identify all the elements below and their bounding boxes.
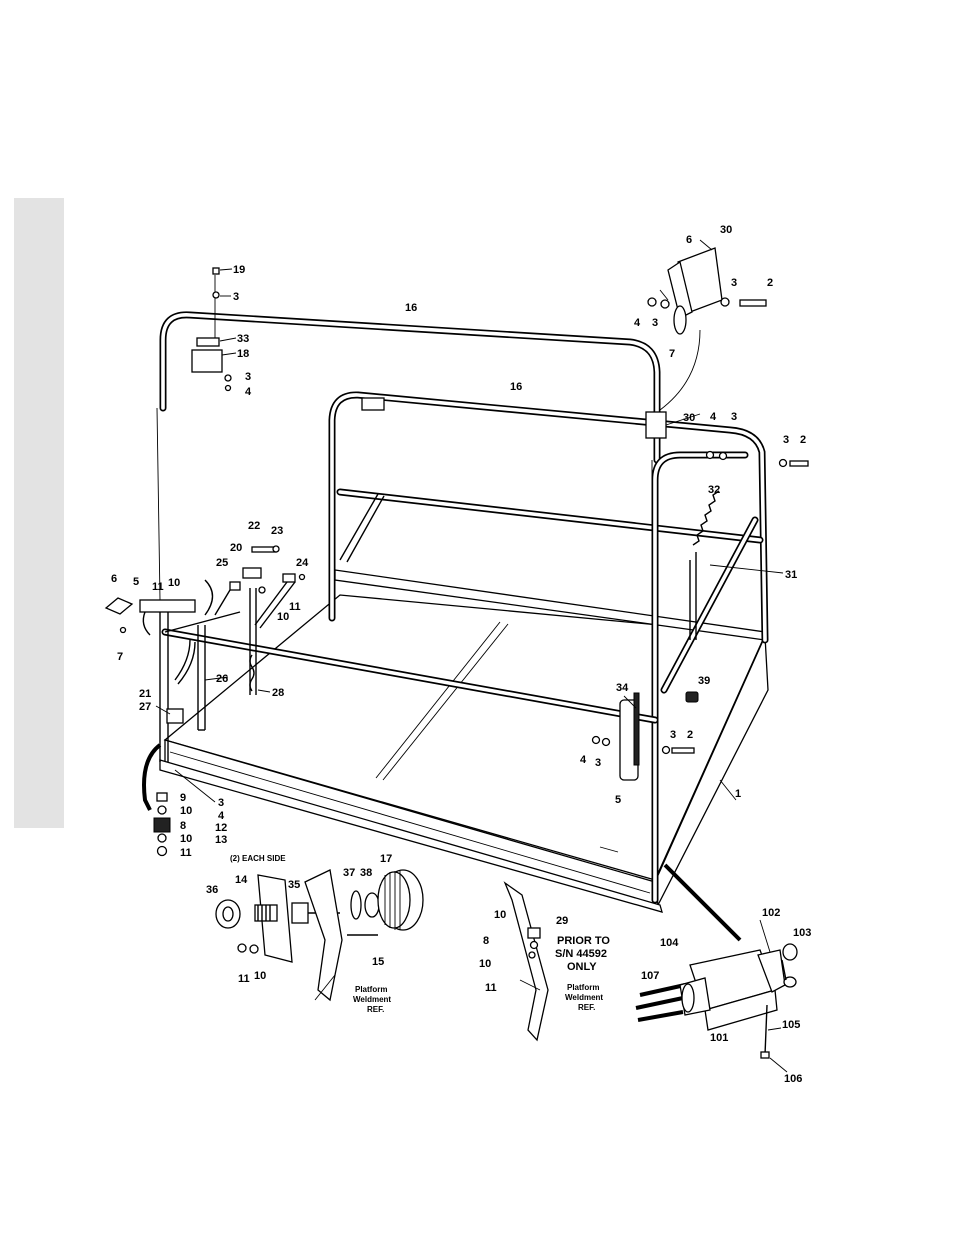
note-ref-a: REF. [367,1005,384,1014]
hardware-bracket-30 [646,248,766,438]
note-serial-number: S/N 44592 [555,948,607,960]
callout-12: 12 [215,822,227,834]
callout-10: 10 [180,833,192,845]
callout-3: 3 [731,411,737,423]
callout-16: 16 [510,381,522,393]
callout-18: 18 [237,348,249,360]
callout-13: 13 [215,834,227,846]
callout-6: 6 [686,234,692,246]
note-weldment-ref-a: Weldment [353,995,391,1004]
hardware-bracket-18 [192,268,231,391]
callout-10: 10 [277,611,289,623]
callout-2: 2 [687,729,693,741]
callout-10: 10 [254,970,266,982]
callout-26: 26 [216,673,228,685]
callout-33: 33 [237,333,249,345]
callout-107: 107 [641,970,659,982]
callout-4: 4 [218,810,225,822]
note-platform-ref-b: Platform [567,983,599,992]
note-prior-to: PRIOR TO [557,935,610,947]
callout-3: 3 [670,729,676,741]
callout-6: 6 [111,573,117,585]
callout-105: 105 [782,1019,800,1031]
callout-2: 2 [800,434,806,446]
callout-3: 3 [783,434,789,446]
callout-4: 4 [710,411,717,423]
callout-30: 30 [720,224,732,236]
callout-11: 11 [289,601,301,613]
callout-32: 32 [708,484,720,496]
callout-11: 11 [180,847,192,859]
callout-25: 25 [216,557,228,569]
note-ref-b: REF. [578,1003,595,1012]
callout-28: 28 [272,687,284,699]
callout-8: 8 [180,820,186,832]
callout-2: 2 [767,277,773,289]
callout-3: 3 [218,797,224,809]
callout-30: 30 [683,412,695,424]
callout-4: 4 [634,317,641,329]
note-platform-ref-a: Platform [355,985,387,994]
callout-101: 101 [710,1032,728,1044]
callout-104: 104 [660,937,679,949]
callout-9: 9 [180,792,186,804]
detail-prior-sn [505,883,548,1040]
callout-24: 24 [296,557,309,569]
callout-3: 3 [245,371,251,383]
callout-3: 3 [652,317,658,329]
callout-23: 23 [271,525,283,537]
callout-27: 27 [139,701,151,713]
callout-10: 10 [479,958,491,970]
callout-37: 37 [343,867,355,879]
callout-11: 11 [485,982,497,994]
callout-10: 10 [494,909,506,921]
callout-35: 35 [288,879,300,891]
note-each-side: (2) EACH SIDE [230,854,286,863]
callout-10: 10 [180,805,192,817]
callout-21: 21 [139,688,151,700]
callout-5: 5 [615,794,621,806]
callout-17: 17 [380,853,392,865]
callout-29: 29 [556,915,568,927]
callout-4: 4 [580,754,587,766]
note-weldment-ref-b: Weldment [565,993,603,1002]
callout-11: 11 [152,581,164,593]
callout-20: 20 [230,542,242,554]
callout-15: 15 [372,956,384,968]
callout-19: 19 [233,264,245,276]
callout-1: 1 [735,788,741,800]
callout-11: 11 [238,973,250,985]
callout-22: 22 [248,520,260,532]
callout-7: 7 [669,348,675,360]
callout-4: 4 [245,386,252,398]
callout-16: 16 [405,302,417,314]
callout-10: 10 [168,577,180,589]
callout-102: 102 [762,907,780,919]
callout-31: 31 [785,569,797,581]
callout-103: 103 [793,927,811,939]
callout-36: 36 [206,884,218,896]
callout-106: 106 [784,1073,802,1085]
callout-7: 7 [117,651,123,663]
callout-34: 34 [616,682,629,694]
callout-39: 39 [698,675,710,687]
callout-5: 5 [133,576,139,588]
note-only: ONLY [567,961,597,973]
callout-3: 3 [233,291,239,303]
hardware-shock-mount [154,793,170,856]
callout-3: 3 [595,757,601,769]
callout-14: 14 [235,874,248,886]
callout-38: 38 [360,867,372,879]
callout-8: 8 [483,935,489,947]
callout-3: 3 [731,277,737,289]
